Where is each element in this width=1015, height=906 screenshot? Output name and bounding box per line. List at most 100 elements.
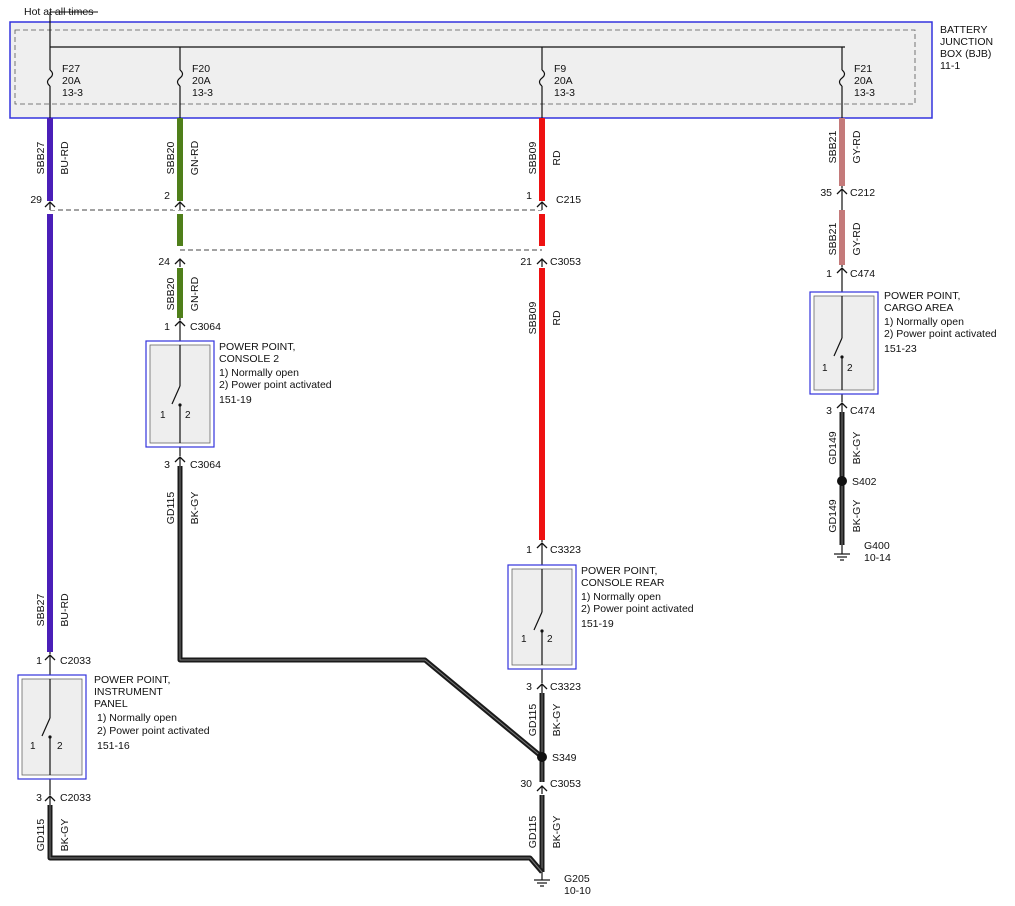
connector-c3323-upper: 1 C3323 <box>526 542 581 556</box>
connector-name: C474 <box>850 405 875 417</box>
wire-color-label: GY-RD <box>851 222 863 255</box>
connector-c2033-upper: 1 C2033 <box>36 654 91 667</box>
wire-circuit-label: GD115 <box>527 704 539 737</box>
fuse-symbol-icon <box>838 69 846 87</box>
connector-c474-upper: 1 C474 <box>826 267 875 280</box>
ground-name: G205 <box>564 873 590 885</box>
ground-g400: G400 10-14 <box>834 540 891 564</box>
wire-circuit-label: SBB21 <box>827 223 839 256</box>
switch-body <box>813 295 875 391</box>
wire-gd115-ip <box>47 805 544 874</box>
connector-pin: 2 <box>164 190 170 202</box>
fuse-ref: 13-3 <box>62 87 83 99</box>
switch-note: 2) Power point activated <box>581 603 694 615</box>
switch-console-2: 1 2 POWER POINT, CONSOLE 2 1) Normally o… <box>145 340 332 448</box>
fuse-symbol-icon <box>176 69 184 87</box>
connector-c474-lower: 3 C474 <box>826 402 875 417</box>
wire-stripe <box>179 466 543 758</box>
connector-name: C215 <box>556 194 581 206</box>
fuse-amps: 20A <box>62 75 81 87</box>
splice-dot-icon <box>537 752 547 762</box>
fuse-amps: 20A <box>554 75 573 87</box>
ground-ref: 10-10 <box>564 885 591 897</box>
connector-c4: 24 <box>158 256 187 268</box>
ground-name: G400 <box>864 540 890 552</box>
splice-dot-icon <box>837 476 847 486</box>
fuse-name: F27 <box>62 63 80 75</box>
connector-pin: 21 <box>520 256 532 268</box>
connector-c3323-lower: 3 C3323 <box>526 681 581 693</box>
switch-pin2: 2 <box>847 363 853 374</box>
switch-cargo-area: 1 2 POWER POINT, CARGO AREA 1) Normally … <box>809 290 997 395</box>
bjb-label-line1: BATTERY <box>940 24 987 36</box>
connector-pin: 30 <box>520 778 532 790</box>
fuse-ref: 13-3 <box>192 87 213 99</box>
wire-color-label: GN-RD <box>189 276 201 311</box>
connector-name: C3323 <box>550 544 581 556</box>
wire-circuit-label: GD115 <box>35 819 47 852</box>
wire-color-label: RD <box>551 310 563 326</box>
connector-pin: 1 <box>826 268 832 280</box>
fuse-name: F20 <box>192 63 210 75</box>
connector-c2: 2 <box>164 190 187 210</box>
wire-color-label: BK-GY <box>851 432 863 465</box>
wire-segments <box>47 118 845 874</box>
fuse-amps: 20A <box>854 75 873 87</box>
switch-title: INSTRUMENT <box>94 686 163 698</box>
bjb-ref: 11-1 <box>940 60 960 72</box>
wire-circuit-label: GD115 <box>527 816 539 849</box>
ground-ref: 10-14 <box>864 552 891 564</box>
wire-circuit-label: SBB27 <box>35 594 47 627</box>
connector-name: C3053 <box>550 778 581 790</box>
connector-name: C474 <box>850 268 875 280</box>
fuse-symbol-icon <box>46 69 54 87</box>
fuse-symbol-icon <box>538 69 546 87</box>
connector-pin: 1 <box>164 321 170 333</box>
fuse-ref: 13-3 <box>854 87 875 99</box>
connector-name: C3064 <box>190 459 221 471</box>
connector-name: C3064 <box>190 321 221 333</box>
connector-c3053-lower: 30 C3053 <box>520 778 581 794</box>
switch-title: CONSOLE 2 <box>219 353 279 365</box>
wire-color-label: BU-RD <box>59 141 71 175</box>
bjb-label-line2: JUNCTION <box>940 36 993 48</box>
fuse-name: F21 <box>854 63 872 75</box>
battery-junction-box: BATTERY JUNCTION BOX (BJB) 11-1 <box>9 21 993 119</box>
switch-note: 1) Normally open <box>581 591 661 603</box>
switch-pin1: 1 <box>30 741 36 752</box>
wire-color-label: RD <box>551 150 563 166</box>
connectors: 29 2 1 C215 24 21 C3053 35 C212 1 C474 1… <box>30 187 875 804</box>
connector-pin: 3 <box>36 792 42 804</box>
hot-at-all-times-label: Hot at all times <box>24 6 93 18</box>
switch-pin2: 2 <box>547 634 553 645</box>
switch-pin1: 1 <box>160 410 166 421</box>
connector-pin: 3 <box>826 405 832 417</box>
connector-name: C2033 <box>60 792 91 804</box>
wire-labels: SBB27 BU-RD SBB27 BU-RD GD115 BK-GY SBB2… <box>35 130 863 851</box>
splice-label: S349 <box>552 752 577 764</box>
connector-pin: 1 <box>36 655 42 667</box>
connector-name: C212 <box>850 187 875 199</box>
bjb-inner-boundary <box>14 29 916 105</box>
switch-ref: 151-19 <box>581 618 614 630</box>
switch-instrument-panel: 1 2 POWER POINT, INSTRUMENT PANEL 1) Nor… <box>17 674 210 780</box>
switch-title: CONSOLE REAR <box>581 577 665 589</box>
splice-label: S402 <box>852 476 877 488</box>
switch-contact-icon <box>41 717 51 737</box>
switch-note: 1) Normally open <box>219 367 299 379</box>
switch-contact-icon <box>833 337 843 357</box>
wire-color-label: BK-GY <box>59 819 71 852</box>
wire-circuit-label: GD149 <box>827 431 839 464</box>
switch-title: POWER POINT, <box>219 341 295 353</box>
switch-note: 1) Normally open <box>97 712 177 724</box>
switch-title: POWER POINT, <box>581 565 657 577</box>
connector-name: C2033 <box>60 655 91 667</box>
bjb-label-line3: BOX (BJB) <box>940 48 991 60</box>
connector-pin: 24 <box>158 256 170 268</box>
fuse-f21: F21 20A 13-3 <box>838 47 875 118</box>
switch-note: 2) Power point activated <box>97 725 210 737</box>
wire-stripe <box>49 805 543 873</box>
switch-note: 2) Power point activated <box>219 379 332 391</box>
switch-note: 1) Normally open <box>884 316 964 328</box>
